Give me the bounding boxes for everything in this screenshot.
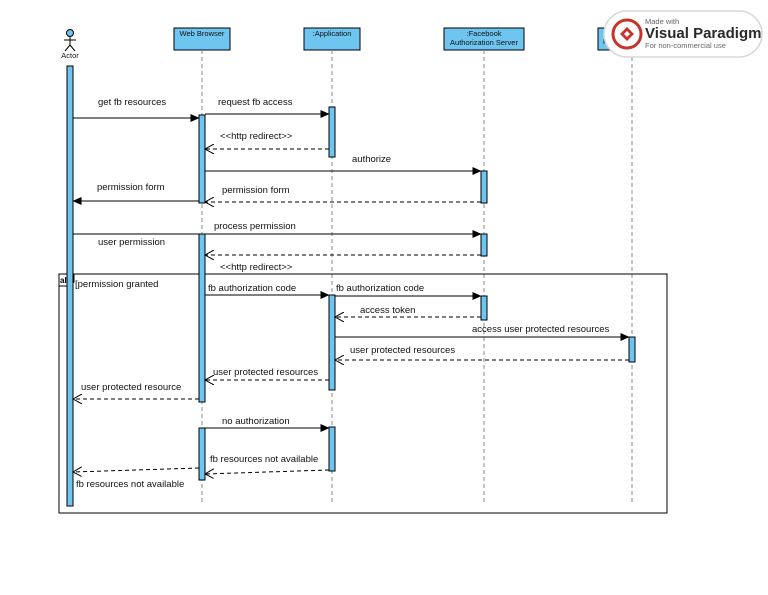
msg-label-user-permission: user permission xyxy=(98,237,165,248)
watermark-sub: For non-commercial use xyxy=(645,41,726,50)
msg-arrow-fb-resources-not-available-1 xyxy=(205,470,330,474)
lifeline-application-header: :Application xyxy=(303,27,361,51)
msg-label-permission-form-return: permission form xyxy=(222,185,290,196)
visual-paradigm-logo-icon xyxy=(611,18,643,50)
actor-stick-figure-icon xyxy=(64,29,76,52)
activation-browser-2 xyxy=(198,233,206,403)
lifeline-label-application: :Application xyxy=(313,29,352,38)
activation-actor xyxy=(66,65,74,507)
activation-facebook-1 xyxy=(480,170,488,204)
activation-application-2 xyxy=(328,294,336,391)
msg-label-fb-resources-not-available-1: fb resources not available xyxy=(210,454,318,465)
actor: Actor xyxy=(61,29,79,60)
message-arrows xyxy=(73,110,630,474)
msg-label-get-fb-resources: get fb resources xyxy=(98,97,166,108)
msg-label-fb-auth-code-1: fb authorization code xyxy=(208,283,296,294)
msg-label-request-fb-access: request fb access xyxy=(218,97,293,108)
activation-browser-1 xyxy=(198,114,206,204)
activation-browser-3 xyxy=(198,427,206,481)
message-labels: get fb resources request fb access <<htt… xyxy=(76,97,610,490)
msg-label-permission-form-to-actor: permission form xyxy=(97,182,165,193)
msg-label-user-protected-resource: user protected resource xyxy=(81,382,181,393)
actor-label: Actor xyxy=(61,51,79,60)
msg-label-fb-resources-not-available-2: fb resources not available xyxy=(76,479,184,490)
msg-label-user-protected-resources-2: user protected resources xyxy=(213,367,318,378)
lifeline-label-web-browser: Web Browser xyxy=(180,29,225,38)
msg-label-fb-auth-code-2: fb authorization code xyxy=(336,283,424,294)
msg-label-http-redirect-1: <<http redirect>> xyxy=(220,131,293,142)
watermark-made-with: Made with xyxy=(645,17,679,26)
msg-label-user-protected-resources-1: user protected resources xyxy=(350,345,455,356)
visual-paradigm-watermark: Made with Visual Paradigm For non-commer… xyxy=(603,10,763,58)
msg-label-authorize: authorize xyxy=(352,154,391,165)
msg-arrow-fb-resources-not-available-2 xyxy=(73,468,200,472)
msg-label-process-permission: process permission xyxy=(214,221,296,232)
fragment-guard: [permission granted xyxy=(75,279,158,290)
msg-label-http-redirect-2: <<http redirect>> xyxy=(220,262,293,273)
msg-label-no-authorization: no authorization xyxy=(222,416,290,427)
activation-bars xyxy=(66,65,636,507)
activation-resource-server xyxy=(628,336,636,363)
msg-label-access-user-protected-resources: access user protected resources xyxy=(472,324,610,335)
activation-application-1 xyxy=(328,106,336,158)
lifeline-dashed-lines xyxy=(201,50,633,502)
activation-facebook-2 xyxy=(480,233,488,257)
lifeline-web-browser-header: Web Browser xyxy=(173,27,231,51)
lifeline-label-facebook-line1: :Facebook xyxy=(466,29,501,38)
lifeline-facebook-auth-server-header: :Facebook Authorization Server xyxy=(443,27,525,51)
fragment-operator: alt xyxy=(60,276,70,285)
msg-label-access-token: access token xyxy=(360,305,415,316)
watermark-brand: Visual Paradigm xyxy=(645,25,761,42)
activation-application-3 xyxy=(328,426,336,472)
activation-facebook-3 xyxy=(480,295,488,321)
lifeline-label-facebook-line2: Authorization Server xyxy=(450,38,518,47)
